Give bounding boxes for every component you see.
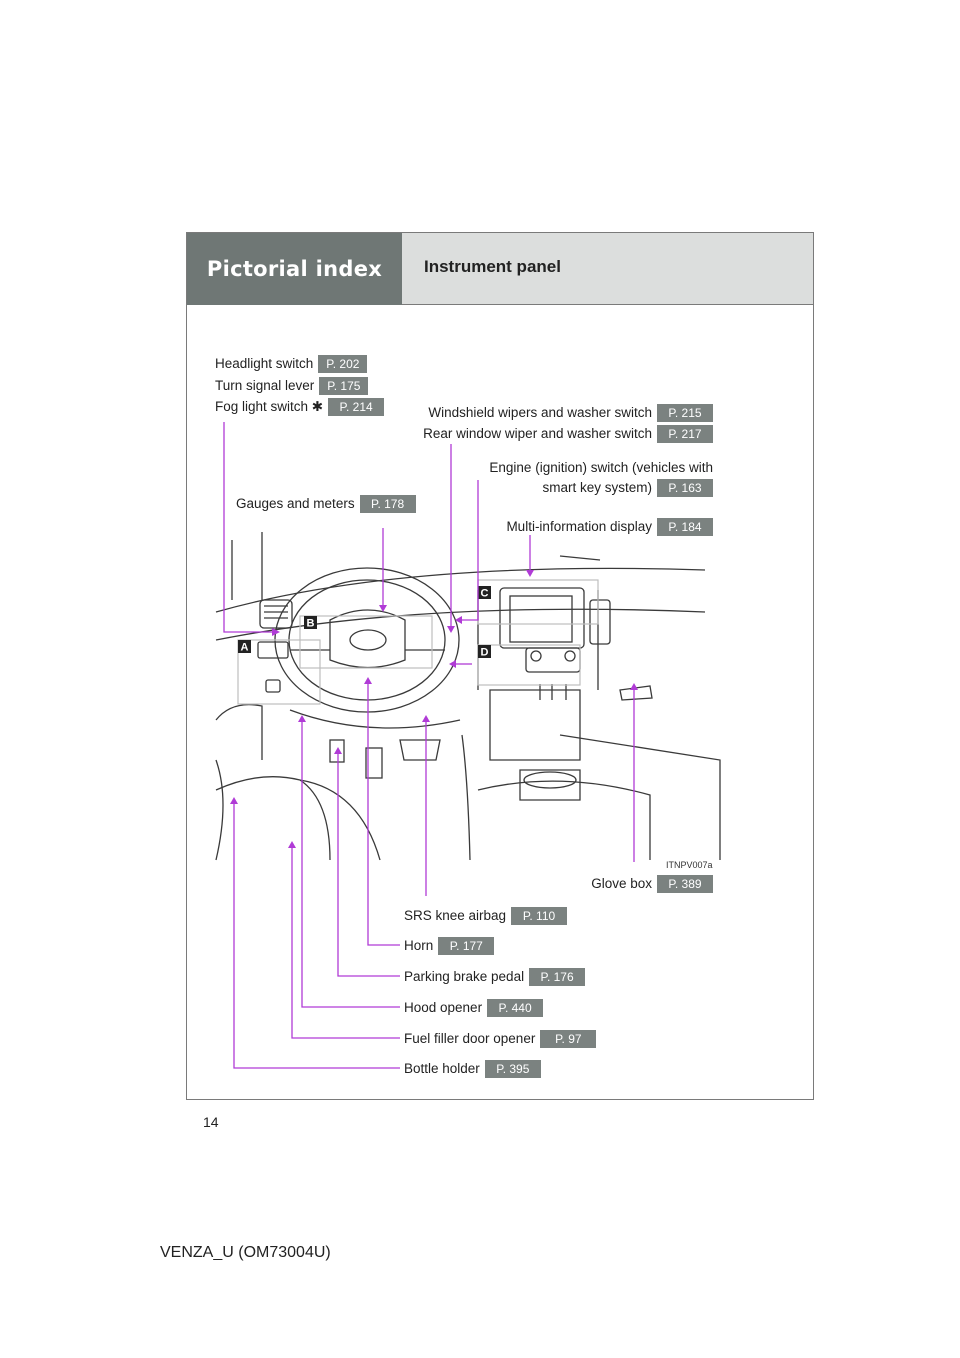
fog-light-page[interactable]: P. 214 [328, 398, 384, 416]
headlight-switch-text: Headlight switch [215, 356, 313, 371]
label-turn-signal-lever: Turn signal lever P. 175 [215, 377, 368, 395]
callout-b: B [307, 618, 315, 630]
label-headlight-switch: Headlight switch P. 202 [215, 355, 367, 373]
label-horn: Horn P. 177 [404, 937, 494, 955]
fuel-filler-page[interactable]: P. 97 [540, 1030, 596, 1048]
gauges-text: Gauges and meters [236, 496, 355, 511]
label-parking-brake-pedal: Parking brake pedal P. 176 [404, 968, 585, 986]
label-fuel-filler-door-opener: Fuel filler door opener P. 97 [404, 1030, 596, 1048]
bottle-holder-text: Bottle holder [404, 1061, 480, 1076]
fuel-filler-text: Fuel filler door opener [404, 1031, 535, 1046]
windshield-wipers-text: Windshield wipers and washer switch [428, 405, 652, 420]
turn-signal-page[interactable]: P. 175 [319, 377, 368, 395]
multi-info-text: Multi-information display [506, 519, 652, 534]
leader-fuel-filler [292, 848, 400, 1038]
engine-switch-page[interactable]: P. 163 [657, 479, 713, 497]
bottle-holder-page[interactable]: P. 395 [485, 1060, 541, 1078]
parking-brake-page[interactable]: P. 176 [529, 968, 585, 986]
callout-d: D [481, 647, 489, 659]
page-number: 14 [203, 1114, 219, 1130]
glove-box-text: Glove box [591, 876, 652, 891]
engine-switch-text: smart key system) [542, 480, 652, 495]
hood-opener-page[interactable]: P. 440 [487, 999, 543, 1017]
srs-knee-text: SRS knee airbag [404, 908, 506, 923]
leader-arrowheads [230, 570, 638, 848]
multi-info-page[interactable]: P. 184 [657, 518, 713, 536]
rear-wiper-text: Rear window wiper and washer switch [423, 426, 652, 441]
leader-hood-opener [302, 722, 400, 1007]
hood-opener-text: Hood opener [404, 1000, 482, 1015]
footer-model-code: VENZA_U (OM73004U) [160, 1244, 331, 1262]
label-srs-knee-airbag: SRS knee airbag P. 110 [404, 907, 567, 925]
label-fog-light-switch: Fog light switch ✱ P. 214 [215, 398, 384, 416]
leader-horn [368, 684, 400, 945]
leader-engine [462, 480, 478, 620]
fog-light-text: Fog light switch ✱ [215, 399, 323, 414]
horn-page[interactable]: P. 177 [438, 937, 494, 955]
label-engine-switch-line1: Engine (ignition) switch (vehicles with [489, 459, 713, 476]
callout-a: A [241, 642, 249, 654]
image-code: ITNPV007a [666, 860, 713, 870]
callout-c: C [481, 588, 489, 600]
glove-box-page[interactable]: P. 389 [657, 875, 713, 893]
label-bottle-holder: Bottle holder P. 395 [404, 1060, 541, 1078]
dashboard-drawing [216, 532, 720, 860]
horn-text: Horn [404, 938, 433, 953]
parking-brake-text: Parking brake pedal [404, 969, 524, 984]
label-rear-wiper: Rear window wiper and washer switch P. 21… [423, 425, 713, 443]
turn-signal-text: Turn signal lever [215, 378, 314, 393]
gauges-page[interactable]: P. 178 [360, 495, 416, 513]
headlight-switch-page[interactable]: P. 202 [318, 355, 367, 373]
label-hood-opener: Hood opener P. 440 [404, 999, 543, 1017]
windshield-wipers-page[interactable]: P. 215 [657, 404, 713, 422]
label-engine-switch: smart key system) P. 163 [542, 479, 713, 497]
label-windshield-wipers: Windshield wipers and washer switch P. 21… [428, 404, 713, 422]
srs-knee-page[interactable]: P. 110 [511, 907, 567, 925]
label-glove-box: Glove box P. 389 [591, 875, 713, 893]
rear-wiper-page[interactable]: P. 217 [657, 425, 713, 443]
label-gauges-meters: Gauges and meters P. 178 [236, 495, 416, 513]
label-multi-info-display: Multi-information display P. 184 [506, 518, 713, 536]
leader-parking-brake [338, 754, 400, 976]
